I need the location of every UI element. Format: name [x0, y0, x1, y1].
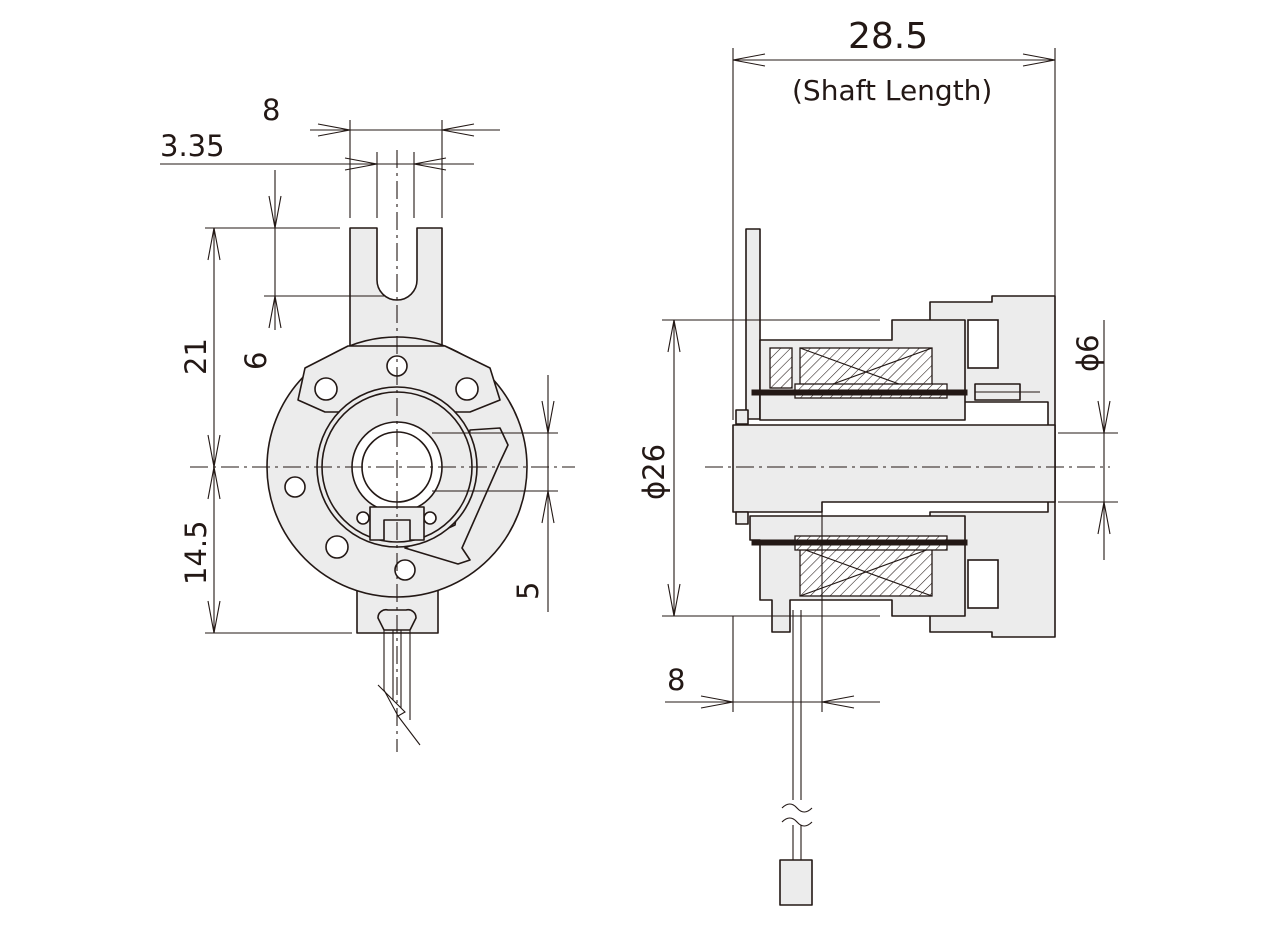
shaft	[732, 424, 1056, 513]
mount-hole	[325, 535, 349, 559]
spring-pocket	[967, 559, 999, 609]
mount-hole	[314, 377, 338, 401]
dim-slot-depth: 6	[239, 352, 273, 370]
side-view: 28.5 (Shaft Length) ϕ26 ϕ6 8	[637, 16, 1118, 906]
dim-upper-height: 21	[179, 338, 213, 375]
armature-hole	[423, 511, 437, 525]
dim-shaft-diameter: ϕ6	[1071, 334, 1105, 372]
mount-hole	[455, 377, 479, 401]
dim-shaft-length-label: (Shaft Length)	[792, 74, 992, 107]
dim-lower-height: 14.5	[179, 520, 213, 585]
dim-shaft-flat: 5	[511, 582, 545, 600]
mounting-tab	[349, 227, 443, 349]
dim-shaft-offset: 8	[667, 663, 685, 697]
flange-plate	[297, 345, 501, 413]
armature-hole	[356, 511, 370, 525]
mount-hole	[284, 476, 306, 498]
housing-wall-top	[769, 347, 793, 389]
side-cable	[779, 610, 813, 906]
dim-slot-offset: 3.35	[160, 129, 225, 163]
dim-slot-width: 8	[262, 93, 280, 127]
front-view: 8 3.35 21 6 14.5 5	[160, 93, 575, 752]
seal-bottom	[751, 539, 968, 546]
key-block	[369, 506, 425, 541]
shaft-collar	[735, 409, 749, 425]
connector	[779, 859, 813, 906]
mounting-plate	[745, 228, 761, 420]
dim-shaft-length: 28.5	[848, 16, 928, 57]
dim-body-diameter: ϕ26	[637, 444, 671, 500]
shaft-collar	[735, 511, 749, 525]
seal-top	[751, 389, 968, 396]
mount-hole	[394, 559, 416, 581]
spring-pocket	[967, 319, 999, 369]
